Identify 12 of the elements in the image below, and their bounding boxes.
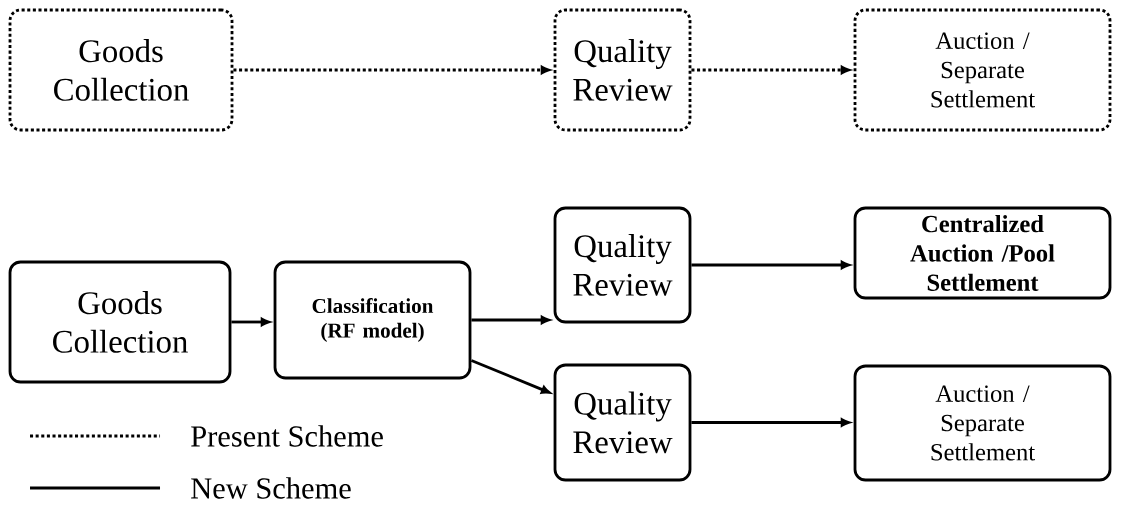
process-box: Quality Review <box>553 363 692 482</box>
process-box: Classification (RF model) <box>273 260 472 380</box>
arrow <box>470 359 551 394</box>
process-box: Goods Collection <box>8 260 232 384</box>
legend-text: Present Scheme <box>191 425 383 447</box>
process-box: Centralized Auction /Pool Settlement <box>853 206 1112 300</box>
process-box: Auction / Separate Settlement <box>853 364 1112 482</box>
dotted-process-box: Auction / Separate Settlement <box>853 8 1112 132</box>
dotted-process-box: Goods Collection <box>8 8 234 132</box>
process-box: Quality Review <box>553 206 692 324</box>
dotted-process-box: Quality Review <box>553 8 692 132</box>
legend-text: New Scheme <box>191 477 351 499</box>
